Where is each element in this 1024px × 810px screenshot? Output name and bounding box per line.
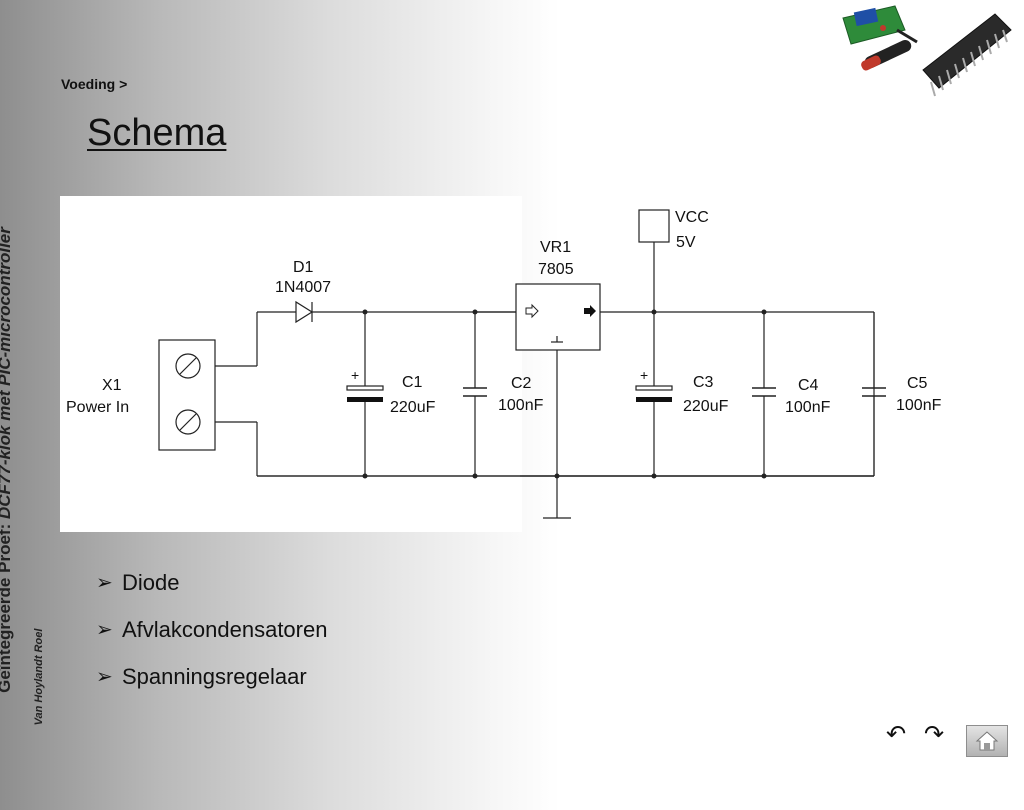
project-title-bold: Geïntegreerde Proef (0, 529, 14, 693)
breadcrumb[interactable]: Voeding > (61, 76, 128, 92)
c3-value-label: 220uF (683, 398, 729, 415)
vcc-terminal (638, 209, 670, 243)
bullet-item-diode: ➢ Diode (96, 570, 327, 617)
vr1-value-label: 7805 (538, 261, 574, 278)
c4-capacitor (752, 387, 776, 397)
d1-ref-label: D1 (293, 259, 314, 276)
c1-capacitor (346, 385, 384, 402)
arrow-bullet-icon: ➢ (96, 666, 113, 688)
schematic-right-drawing: VR1 7805 VCC 5V + C3 220uF C4 100nF C5 1… (475, 209, 942, 519)
home-button[interactable] (966, 725, 1008, 757)
bullet-item-afvlakcondensatoren: ➢ Afvlakcondensatoren (96, 617, 327, 664)
x1-ref-label: X1 (102, 377, 122, 394)
author-name: Van Hoylandt Roel (33, 628, 45, 726)
page-title: Schema (87, 112, 227, 154)
power-supply-schematic: X1 Power In D1 1N4007 + C1 220uF C2 10 (60, 196, 874, 532)
c3-plus-sign: + (640, 367, 648, 383)
back-icon[interactable]: ↶ (886, 721, 907, 748)
c3-capacitor (635, 385, 673, 402)
c1-ref-label: C1 (402, 374, 423, 391)
forward-icon[interactable]: ↷ (924, 721, 945, 748)
bullet-item-spanningsregelaar: ➢ Spanningsregelaar (96, 664, 327, 711)
home-icon (975, 731, 999, 751)
arrow-bullet-icon: ➢ (96, 572, 113, 594)
vcc-label: VCC (675, 209, 709, 226)
vr1-ref-label: VR1 (540, 239, 571, 256)
c3-ref-label: C3 (693, 374, 714, 391)
pic-chip-image (922, 13, 1012, 97)
arrow-bullet-icon: ➢ (96, 619, 113, 641)
c4-value-label: 100nF (785, 399, 831, 416)
c5-ref-label: C5 (907, 375, 928, 392)
bullet-label: Spanningsregelaar (122, 664, 307, 689)
c2-ref-label: C2 (511, 375, 532, 392)
junction-dots-right (554, 309, 767, 479)
x1-value-label: Power In (66, 399, 129, 416)
c2-capacitor (463, 387, 487, 397)
vcc-value-label: 5V (676, 234, 696, 251)
d1-value-label: 1N4007 (275, 279, 331, 296)
vr1-regulator (515, 283, 601, 351)
pic-chip-photo (842, 5, 1012, 97)
c1-plus-sign: + (351, 367, 359, 383)
c5-value-label: 100nF (896, 397, 942, 414)
bullet-label: Diode (122, 570, 180, 595)
c5-capacitor (862, 387, 886, 397)
bullet-list: ➢ Diode ➢ Afvlakcondensatoren ➢ Spanningsre… (96, 570, 327, 711)
c2-value-label: 100nF (498, 397, 544, 414)
c1-value-label: 220uF (390, 399, 436, 416)
bullet-label: Afvlakcondensatoren (122, 617, 328, 642)
circuit-board-image (842, 5, 918, 71)
x1-power-connector (158, 339, 216, 451)
d1-diode (295, 300, 314, 324)
c4-ref-label: C4 (798, 377, 819, 394)
